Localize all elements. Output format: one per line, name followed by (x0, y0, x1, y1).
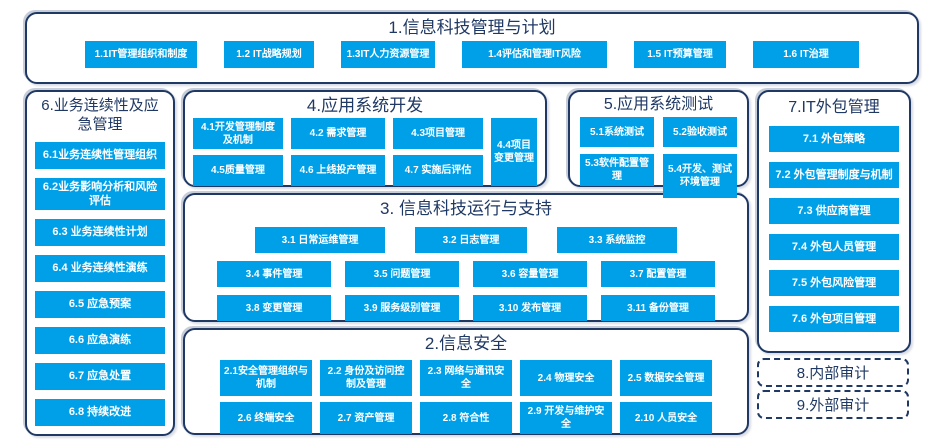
item-2-9: 2.9 开发与维护安全 (520, 402, 612, 435)
item-5-2: 5.2验收测试 (663, 117, 737, 147)
item-2-3: 2.3 网络与通讯安全 (420, 360, 512, 397)
item-4-1: 4.1开发管理制度及机制 (193, 118, 283, 150)
item-7-3: 7.3 供应商管理 (769, 198, 899, 224)
item-3-1: 3.1 日常运维管理 (255, 227, 385, 254)
security-row-1: 2.1安全管理组织与机制 2.2 身份及访问控制及管理 2.3 网络与通讯安全 … (185, 360, 747, 397)
item-5-1: 5.1系统测试 (580, 117, 654, 147)
section-title: 6.业务连续性及应急管理 (41, 97, 159, 133)
item-3-6: 3.6 容量管理 (473, 261, 587, 288)
item-4-3: 4.3项目管理 (393, 118, 483, 150)
section-title: 1.信息科技管理与计划 (388, 18, 556, 37)
item-4-5: 4.5质量管理 (193, 155, 283, 187)
item-5-4: 5.4开发、测试环境管理 (663, 154, 737, 198)
item-1-1: 1.1IT管理组织和制度 (85, 41, 197, 69)
item-3-5: 3.5 问题管理 (345, 261, 459, 288)
section-title: 3. 信息科技运行与支持 (380, 199, 552, 218)
item-6-7: 6.7 应急处置 (35, 363, 165, 391)
section-it-outsourcing: 7.IT外包管理 7.1 外包策略 7.2 外包管理制度与机制 7.3 供应商管… (757, 90, 911, 353)
item-3-2: 3.2 日志管理 (415, 227, 527, 254)
item-1-3: 1.3IT人力资源管理 (341, 41, 435, 69)
item-5-3: 5.3软件配置管理 (580, 154, 654, 186)
item-7-4: 7.4 外包人员管理 (769, 234, 899, 260)
item-3-8: 3.8 变更管理 (217, 295, 331, 322)
operations-row-1: 3.1 日常运维管理 3.2 日志管理 3.3 系统监控 (185, 227, 747, 254)
item-6-3: 6.3 业务连续性计划 (35, 219, 165, 247)
item-7-6: 7.6 外包项目管理 (769, 306, 899, 332)
section-it-management-planning: 1.信息科技管理与计划 1.1IT管理组织和制度 1.2 IT战略规划 1.3I… (25, 12, 919, 84)
item-6-8: 6.8 持续改进 (35, 399, 165, 427)
section-app-development: 4.应用系统开发 4.1开发管理制度及机制 4.2 需求管理 4.3项目管理 4… (183, 90, 547, 187)
item-6-5: 6.5 应急预案 (35, 291, 165, 319)
operations-row-3: 3.8 变更管理 3.9 服务级别管理 3.10 发布管理 3.11 备份管理 (185, 295, 747, 322)
item-2-7: 2.7 资产管理 (320, 402, 412, 435)
section-app-testing: 5.应用系统测试 5.1系统测试 5.2验收测试 5.3软件配置管理 5.4开发… (568, 90, 749, 198)
external-audit-label: 9.外部审计 (796, 397, 870, 414)
item-6-1: 6.1业务连续性管理组织 (35, 141, 165, 169)
item-2-1: 2.1安全管理组织与机制 (220, 360, 312, 397)
item-3-9: 3.9 服务级别管理 (345, 295, 459, 322)
testing-items-grid: 5.1系统测试 5.2验收测试 5.3软件配置管理 5.4开发、测试环境管理 (570, 115, 747, 198)
item-6-4: 6.4 业务连续性演练 (35, 255, 165, 283)
outsourcing-items-column: 7.1 外包策略 7.2 外包管理制度与机制 7.3 供应商管理 7.4 外包人… (769, 126, 899, 332)
item-2-4: 2.4 物理安全 (520, 360, 612, 397)
section-external-audit: 9.外部审计 (757, 390, 909, 419)
security-row-2: 2.6 终端安全 2.7 资产管理 2.8 符合性 2.9 开发与维护安全 2.… (185, 402, 747, 435)
section-internal-audit: 8.内部审计 (757, 358, 909, 387)
internal-audit-label: 8.内部审计 (796, 365, 870, 382)
item-6-6: 6.6 应急演练 (35, 327, 165, 355)
item-2-6: 2.6 终端安全 (220, 402, 312, 435)
item-4-6: 4.6 上线投产管理 (290, 155, 386, 187)
item-4-2: 4.2 需求管理 (290, 118, 386, 150)
item-1-4: 1.4评估和管理IT风险 (462, 41, 607, 69)
item-1-6: 1.6 IT治理 (753, 41, 859, 69)
item-7-2: 7.2 外包管理制度与机制 (769, 162, 899, 188)
continuity-items-column: 6.1业务连续性管理组织 6.2业务影响分析和风险评估 6.3 业务连续性计划 … (35, 141, 165, 427)
section-title: 2.信息安全 (424, 334, 508, 353)
item-7-5: 7.5 外包风险管理 (769, 270, 899, 296)
item-2-5: 2.5 数据安全管理 (620, 360, 712, 397)
item-3-10: 3.10 发布管理 (473, 295, 587, 322)
development-items-grid: 4.1开发管理制度及机制 4.2 需求管理 4.3项目管理 4.5质量管理 4.… (193, 118, 483, 187)
section-it-operations: 3. 信息科技运行与支持 3.1 日常运维管理 3.2 日志管理 3.3 系统监… (183, 193, 749, 322)
item-1-2: 1.2 IT战略规划 (224, 41, 314, 69)
item-4-4: 4.4项目变更管理 (491, 118, 537, 187)
section-title: 5.应用系统测试 (603, 96, 714, 113)
item-7-1: 7.1 外包策略 (769, 126, 899, 152)
section-title: 7.IT外包管理 (788, 99, 880, 116)
development-items-body: 4.1开发管理制度及机制 4.2 需求管理 4.3项目管理 4.5质量管理 4.… (185, 116, 545, 187)
item-2-8: 2.8 符合性 (420, 402, 512, 435)
item-2-2: 2.2 身份及访问控制及管理 (320, 360, 412, 397)
item-4-7: 4.7 实施后评估 (393, 155, 483, 187)
plan-items-row: 1.1IT管理组织和制度 1.2 IT战略规划 1.3IT人力资源管理 1.4评… (27, 41, 917, 69)
item-6-2: 6.2业务影响分析和风险评估 (35, 177, 165, 211)
item-1-5: 1.5 IT预算管理 (634, 41, 726, 69)
section-info-security: 2.信息安全 2.1安全管理组织与机制 2.2 身份及访问控制及管理 2.3 网… (183, 328, 749, 435)
item-3-3: 3.3 系统监控 (557, 227, 677, 254)
section-title: 4.应用系统开发 (306, 96, 424, 115)
item-3-4: 3.4 事件管理 (217, 261, 331, 288)
section-business-continuity: 6.业务连续性及应急管理 6.1业务连续性管理组织 6.2业务影响分析和风险评估… (25, 90, 175, 436)
operations-row-2: 3.4 事件管理 3.5 问题管理 3.6 容量管理 3.7 配置管理 (185, 261, 747, 288)
item-3-11: 3.11 备份管理 (601, 295, 715, 322)
item-2-10: 2.10 人员安全 (620, 402, 712, 435)
item-3-7: 3.7 配置管理 (601, 261, 715, 288)
development-side-column: 4.4项目变更管理 (491, 118, 537, 187)
